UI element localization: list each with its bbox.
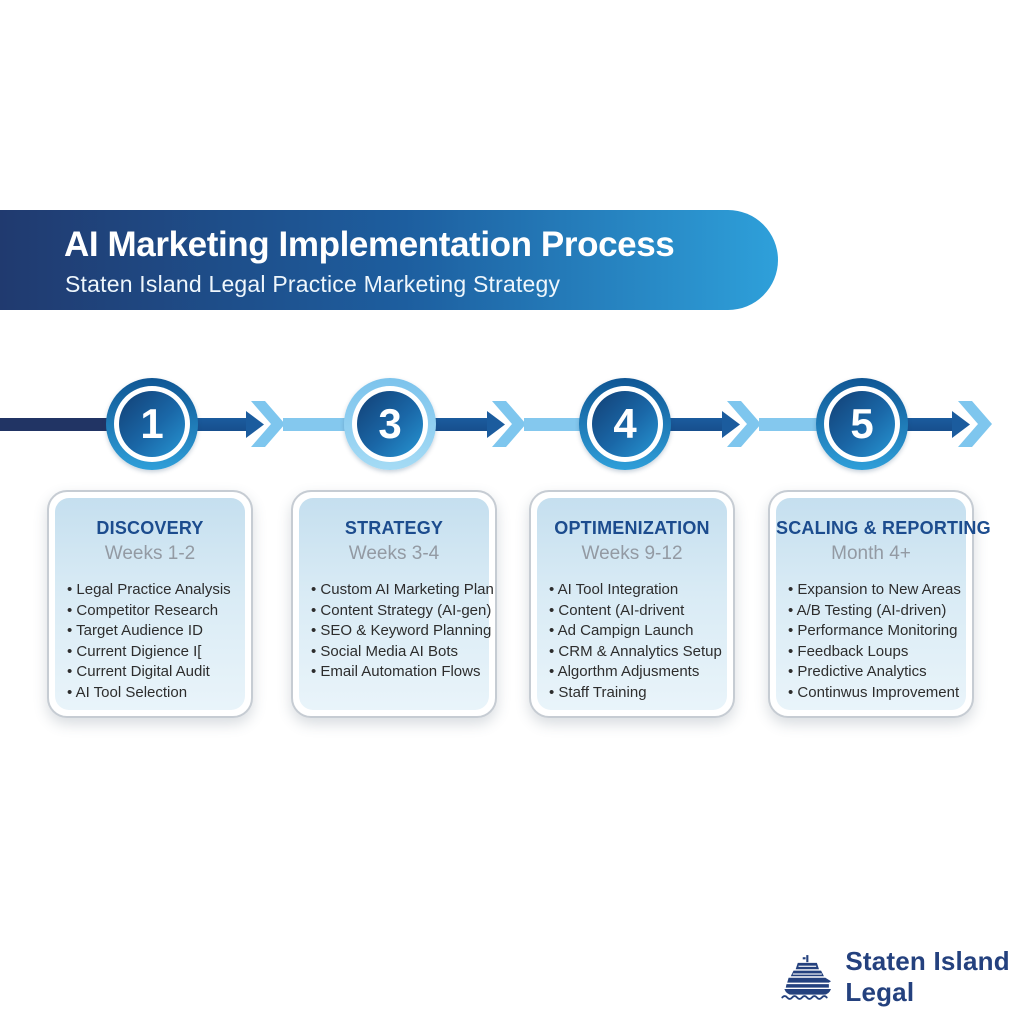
step-number: 1 (119, 391, 185, 457)
timeline-segment (434, 418, 487, 431)
ferry-icon (781, 955, 831, 1000)
timeline-segment (906, 418, 952, 431)
step-number: 3 (357, 391, 423, 457)
card-title: OPTIMENIZATION (554, 518, 710, 538)
arrow-right-icon (727, 401, 761, 447)
card-bullet-list: Custom AI Marketing Plan Content Strateg… (311, 580, 493, 683)
list-item: Email Automation Flows (311, 662, 483, 683)
step-number: 4 (592, 391, 658, 457)
step-circle-4: 4 (579, 378, 671, 470)
list-item: SEO & Keyword Planning (311, 621, 491, 642)
timeline-segment (0, 418, 110, 431)
list-item: Algorthm Adjusments (549, 662, 721, 683)
brand-name: Staten Island Legal (845, 946, 1010, 1007)
list-item: Expansion to New Areas (788, 580, 960, 601)
card-bullet-list: Expansion to New Areas A/B Testing (AI-d… (788, 580, 961, 704)
page-title: AI Marketing Implementation Process (64, 225, 675, 264)
list-item: Custom AI Marketing Plan (311, 580, 493, 601)
list-item: AI Tool Selection (67, 683, 239, 704)
brand-logo: Staten Island Legal (778, 944, 1024, 1010)
step-circle-5: 5 (816, 378, 908, 470)
list-item: Feedback Loups (788, 642, 960, 663)
list-item: Current Digital Audit (67, 662, 239, 683)
step-number: 5 (829, 391, 895, 457)
list-item: Content (AI-drivent (549, 601, 721, 622)
list-item: Legal Practice Analysis (67, 580, 239, 601)
card-bullet-list: Legal Practice Analysis Competitor Resea… (67, 580, 239, 703)
list-item: Social Media AI Bots (311, 642, 483, 663)
card-bullet-list: AI Tool Integration Content (AI-drivent … (549, 580, 722, 704)
list-item: CRM & Annalytics Setup (549, 642, 721, 663)
card-title: DISCOVERY (96, 518, 204, 538)
list-item: A/B Testing (AI-driven) (788, 601, 960, 622)
list-item: Performance Monitoring (788, 621, 960, 642)
arrow-right-icon (958, 401, 992, 447)
phase-card-strategy: STRATEGY Weeks 3-4 Custom AI Marketing P… (291, 490, 497, 718)
list-item: Content Strategy (AI-gen) (311, 601, 491, 622)
timeline-segment (194, 418, 246, 431)
phase-card-discovery: DISCOVERY Weeks 1-2 Legal Practice Analy… (47, 490, 253, 718)
card-title: SCALING & REPORTING (776, 518, 991, 538)
timeline-segment (759, 418, 818, 431)
list-item: Competitor Research (67, 601, 239, 622)
list-item: Staff Training (549, 683, 721, 704)
list-item: Continwus Improvement (788, 683, 960, 704)
step-circle-1: 1 (106, 378, 198, 470)
card-subtitle: Weeks 3-4 (348, 543, 440, 564)
phase-card-scaling-reporting: SCALING & REPORTING Month 4+ Expansion t… (768, 490, 991, 718)
card-subtitle: Weeks 1-2 (104, 543, 196, 564)
step-circle-3: 3 (344, 378, 436, 470)
timeline-segment (669, 418, 722, 431)
card-subtitle: Month 4+ (831, 543, 911, 564)
list-item: Target Audience ID (67, 621, 239, 642)
list-item: AI Tool Integration (549, 580, 721, 601)
header-banner: AI Marketing Implementation Process Stat… (0, 210, 778, 310)
phase-card-optimization: OPTIMENIZATION Weeks 9-12 AI Tool Integr… (529, 490, 735, 718)
list-item: Ad Campign Launch (549, 621, 721, 642)
arrow-right-icon (492, 401, 526, 447)
list-item: Predictive Analytics (788, 662, 960, 683)
arrow-right-icon (251, 401, 285, 447)
timeline-segment (524, 418, 581, 431)
card-subtitle: Weeks 9-12 (581, 543, 683, 564)
page-subtitle: Staten Island Legal Practice Marketing S… (65, 271, 561, 297)
card-title: STRATEGY (344, 518, 444, 538)
timeline-segment (283, 418, 346, 431)
list-item: Current Digience I[ (67, 642, 239, 663)
